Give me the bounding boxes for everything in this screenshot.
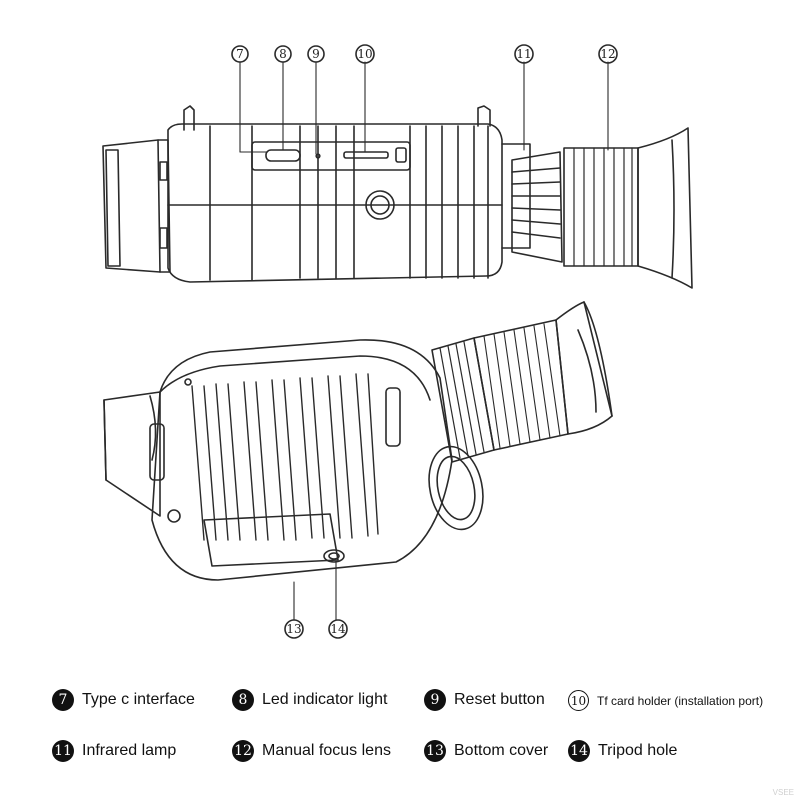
legend-item-tf-card: 10 Tf card holder (installation port) <box>568 690 763 711</box>
svg-text:9: 9 <box>312 47 320 61</box>
legend-number: 7 <box>52 689 74 711</box>
legend-item-tripod: 14 Tripod hole <box>568 740 677 762</box>
callout-leaders <box>239 61 609 621</box>
legend-label: Reset button <box>454 691 545 708</box>
callout-10: 10 <box>355 44 375 64</box>
svg-text:10: 10 <box>357 47 372 61</box>
legend-item-type-c: 7 Type c interface <box>52 689 195 711</box>
knurl-lines <box>573 147 633 267</box>
callout-9: 9 <box>307 45 325 63</box>
legend-item-led: 8 Led indicator light <box>232 689 387 711</box>
callout-14: 14 <box>328 619 348 639</box>
legend-number: 13 <box>424 740 446 762</box>
svg-text:12: 12 <box>600 47 615 61</box>
legend-number: 10 <box>568 690 589 711</box>
callout-12: 12 <box>598 44 618 64</box>
svg-text:7: 7 <box>236 47 244 61</box>
legend-item-infrared: 11 Infrared lamp <box>52 740 176 762</box>
legend-number: 14 <box>568 740 590 762</box>
legend-number: 12 <box>232 740 254 762</box>
legend-label: Bottom cover <box>454 742 549 759</box>
callout-7: 7 <box>231 45 249 63</box>
legend-label: Infrared lamp <box>82 742 177 759</box>
legend-label: Tripod hole <box>598 742 678 759</box>
legend-number: 9 <box>424 689 446 711</box>
legend-item-reset: 9 Reset button <box>424 689 545 711</box>
monocular-side-view <box>102 105 693 289</box>
svg-text:13: 13 <box>286 622 301 636</box>
legend-label: Manual focus lens <box>262 742 391 759</box>
svg-text:8: 8 <box>279 47 287 61</box>
watermark: VSEE <box>772 788 794 797</box>
legend-item-bottom-cover: 13 Bottom cover <box>424 740 548 762</box>
type-c-port-shape <box>265 149 301 162</box>
monocular-perspective-view <box>103 301 613 581</box>
legend-label: Led indicator light <box>262 691 388 708</box>
callout-8: 8 <box>274 45 292 63</box>
legend-number: 8 <box>232 689 254 711</box>
legend: 7 Type c interface 8 Led indicator light… <box>0 680 800 780</box>
callout-11: 11 <box>514 44 534 64</box>
legend-label: Tf card holder (installation port) <box>597 693 764 708</box>
svg-text:14: 14 <box>330 622 346 636</box>
legend-item-focus-lens: 12 Manual focus lens <box>232 740 391 762</box>
legend-label: Type c interface <box>82 691 195 708</box>
callout-13: 13 <box>284 619 304 639</box>
legend-number: 11 <box>52 740 74 762</box>
svg-text:11: 11 <box>516 47 531 61</box>
